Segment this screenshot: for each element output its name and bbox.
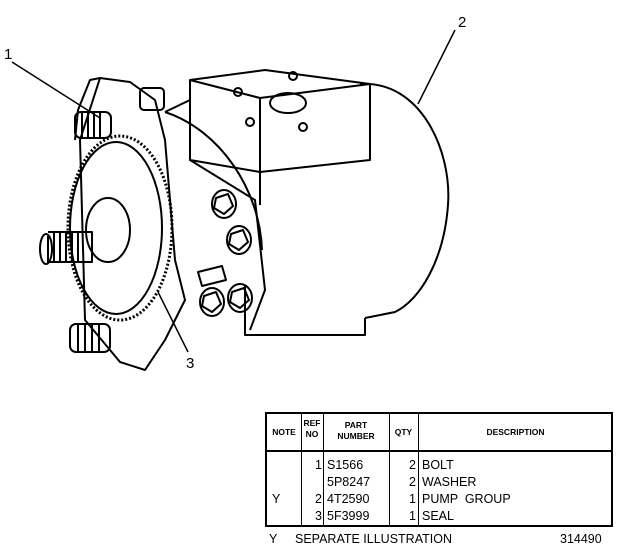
- row-1-qty: 2: [409, 458, 416, 472]
- footer-note-key: Y: [269, 532, 278, 546]
- header-qty: QTY: [394, 427, 413, 437]
- row-2-qty: 2: [409, 475, 416, 489]
- parts-table: NOTE REF NO PART NUMBER QTY DESCRIPTION …: [265, 412, 613, 527]
- illustration-number: 314490: [560, 532, 602, 546]
- row-3-ref: 2: [315, 492, 322, 506]
- row-3-part: 4T2590: [327, 492, 370, 506]
- callout-1: 1: [4, 46, 13, 63]
- row-3-desc: PUMP GROUP: [422, 492, 511, 506]
- row-3-qty: 1: [409, 492, 416, 506]
- header-part-number: PART NUMBER: [337, 420, 375, 441]
- callout-3: 3: [186, 355, 195, 372]
- footer-note-text: SEPARATE ILLUSTRATION: [295, 532, 452, 546]
- row-1-ref: 1: [315, 458, 322, 472]
- pump-housing: [359, 82, 450, 319]
- pump-illustration: [11, 29, 456, 371]
- splined-shaft: [39, 231, 93, 265]
- row-4-ref: 3: [315, 509, 322, 523]
- leader-3: [157, 291, 189, 353]
- header-description: DESCRIPTION: [486, 427, 545, 437]
- row-3-note: Y: [272, 492, 281, 506]
- header-ref-no: REF NO: [303, 418, 321, 439]
- leader-1: [11, 61, 101, 119]
- pump-top-block: [189, 69, 371, 173]
- row-1-desc: BOLT: [422, 458, 454, 472]
- row-1-part: S1566: [327, 458, 364, 472]
- row-2-part: 5P8247: [327, 475, 371, 489]
- mounting-flange: [79, 77, 186, 371]
- row-4-qty: 1: [409, 509, 416, 523]
- row-4-desc: SEAL: [422, 509, 454, 523]
- row-2-desc: WASHER: [422, 475, 477, 489]
- seal-ring: [66, 134, 174, 322]
- flange-studs: [69, 87, 165, 353]
- callout-2: 2: [458, 14, 467, 31]
- header-note: NOTE: [272, 427, 296, 437]
- body-bolts: [197, 189, 253, 317]
- row-4-part: 5F3999: [327, 509, 370, 523]
- leader-2: [417, 29, 456, 105]
